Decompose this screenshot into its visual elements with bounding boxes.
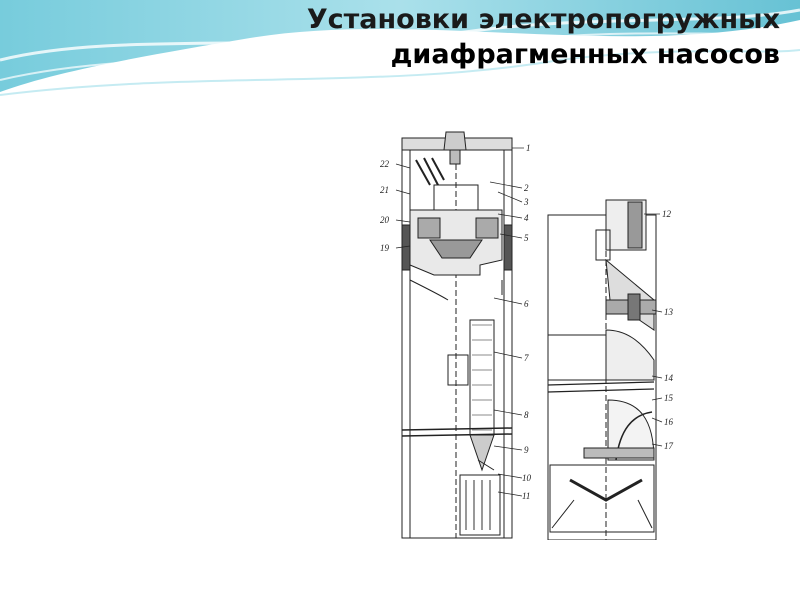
slide-title-line-2: диафрагменных насосов (390, 39, 780, 70)
callout-20: 20 (380, 215, 390, 225)
callout-14: 14 (664, 373, 674, 383)
header-wave-decoration (0, 0, 800, 110)
callout-6: 6 (524, 299, 529, 309)
callout-16: 16 (664, 417, 674, 427)
callout-5: 5 (524, 233, 529, 243)
callout-3: 3 (523, 197, 529, 207)
callout-1: 1 (526, 143, 531, 153)
slide-title: Установки электропогружных диафрагменных… (240, 2, 780, 72)
callout-2: 2 (524, 183, 529, 193)
callout-15: 15 (664, 393, 674, 403)
left-column-casing (401, 137, 513, 539)
callout-8: 8 (524, 410, 529, 420)
callout-13: 13 (664, 307, 674, 317)
callout-22: 22 (380, 159, 390, 169)
callout-9: 9 (524, 445, 529, 455)
callout-17: 17 (664, 441, 674, 451)
slide-title-line-1: Установки электропогружных (306, 4, 780, 35)
callout-7: 7 (524, 353, 529, 363)
right-column-casing (547, 214, 657, 540)
callout-11: 11 (522, 491, 530, 501)
callout-21: 21 (380, 185, 389, 195)
callout-4: 4 (524, 213, 529, 223)
callout-19: 19 (380, 243, 390, 253)
callout-10: 10 (522, 473, 532, 483)
pump-cross-section-diagram: 1 2 3 4 5 6 7 8 9 10 11 12 13 14 15 16 1… (380, 131, 674, 540)
callout-12: 12 (662, 209, 672, 219)
